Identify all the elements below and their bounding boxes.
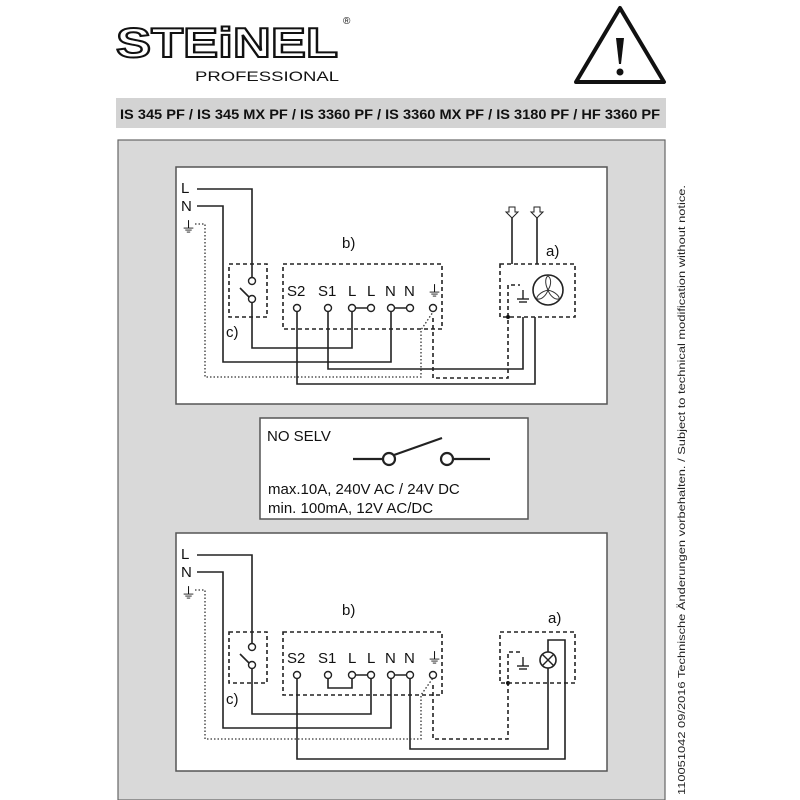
terminal-label-n2: N [404,650,415,667]
terminal-block-label: b) [342,602,355,619]
terminal-label-l1: L [348,650,356,667]
brand-name: STEiNEL [116,19,338,66]
no-selv-label: NO SELV [267,428,331,445]
terminal-label-n1: N [385,650,396,667]
terminal-label-s1: S1 [318,283,336,300]
mains-n: N [181,564,192,581]
warning-triangle-icon [574,6,666,84]
relay-contact-icon [353,436,490,467]
document-footer: 110051042 09/2016 Technische Änderungen … [676,185,688,795]
load-label: a) [548,610,561,627]
terminal-block-label: b) [342,235,355,252]
relay-info-box: NO SELV max.10A, 240V AC / 24V DC min. 1… [259,417,529,520]
max-rating: max.10A, 240V AC / 24V DC [268,481,460,498]
terminal-screws [292,670,438,680]
load-box [499,631,576,684]
fan-wiring-diagram: L N ⏚ c) b) S2 S1 L L N N ⏚ a) [175,166,608,405]
mains-earth: ⏚ [181,585,196,602]
terminal-screws [292,303,438,313]
terminal-label-s2: S2 [287,283,305,300]
brand-sub: PROFESSIONAL [195,68,339,84]
model-list: IS 345 PF / IS 345 MX PF / IS 3360 PF / … [120,106,660,122]
terminal-label-l2: L [367,650,375,667]
terminal-label-n2: N [404,283,415,300]
mains-n: N [181,198,192,215]
terminal-label-s2: S2 [287,650,305,667]
terminal-label-l2: L [367,283,375,300]
switch-contact-icon [239,287,251,299]
terminal-block [282,631,443,696]
mains-earth: ⏚ [181,219,196,236]
mains-l: L [181,180,189,197]
terminal-label-earth: ⏚ [427,650,442,667]
switch-label: c) [226,691,239,708]
steinel-logo: STEiNEL ® PROFESSIONAL [115,16,351,84]
switch-box [228,263,268,318]
earth-icon [517,290,529,303]
terminal-label-s1: S1 [318,650,336,667]
model-bar [116,98,666,128]
terminal-label-l1: L [348,283,356,300]
min-rating: min. 100mA, 12V AC/DC [268,500,433,517]
switch-contact-icon [239,653,251,665]
lamp-icon [539,651,557,669]
terminal-label-earth: ⏚ [427,283,442,300]
switch-box [228,631,268,684]
terminal-block [282,263,443,330]
mains-l: L [181,546,189,563]
earth-icon [517,657,529,670]
registered-mark: ® [343,16,351,27]
air-flow-arrow-icon [504,206,545,264]
load-label: a) [546,243,559,260]
fan-icon [532,274,564,306]
switch-label: c) [226,324,239,341]
terminal-label-n1: N [385,283,396,300]
lamp-wiring-diagram: L N ⏚ c) b) S2 S1 L L N N ⏚ a) [175,532,608,772]
